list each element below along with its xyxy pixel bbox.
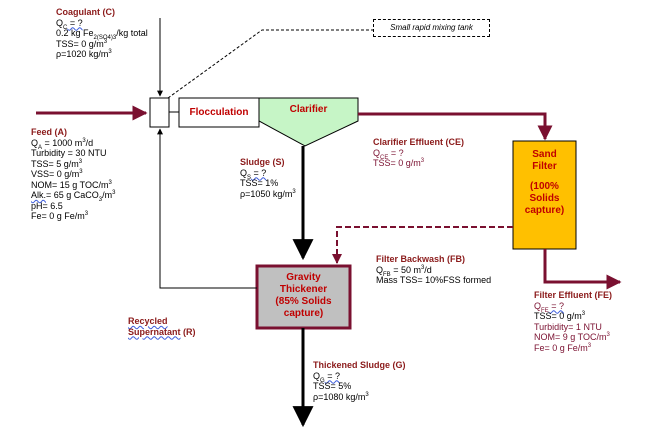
feed-alkalinity: Alk.= 65 g CaCO3/m3 (31, 190, 116, 203)
sludge-title: Sludge (S) (240, 157, 285, 167)
thickened-sludge-title: Thickened Sludge (G) (313, 360, 406, 370)
filter-effluent-title: Filter Effluent (FE) (534, 290, 612, 300)
feed-flow: QA = 1000 m3/d (31, 137, 94, 151)
sludge-density: ρ=1050 kg/m3 (240, 188, 296, 199)
clarifier-effluent-tss: TSS= 0 g/m3 (373, 158, 425, 168)
feed-turbidity: Turbidity = 30 NTU (31, 148, 107, 158)
feed-title: Feed (A) (31, 127, 67, 137)
flocculation-box (178, 97, 260, 128)
filter-effluent-turbidity: Turbidity= 1 NTU (534, 321, 602, 332)
coagulant-density: ρ=1020 kg/m3 (56, 49, 112, 59)
feed-iron: Fe= 0 g Fe/m3 (31, 211, 89, 221)
sludge-label: Sludge (S) QS = ? TSS= 1% ρ=1050 kg/m3 (240, 157, 296, 199)
coagulant-title: Coagulant (C) (56, 7, 115, 17)
thickened-sludge-label: Thickened Sludge (G) QG = ? TSS= 5% ρ=10… (313, 360, 406, 402)
filter-effluent-line (543, 249, 622, 290)
filter-backwash-mass: Mass TSS= 10%FSS formed (376, 275, 492, 285)
sand-filter-box (512, 140, 577, 250)
sand-filter-label: Sand Filter (100% Solids capture) (524, 149, 565, 216)
feed-nom: NOM= 15 g TOC/m3 (31, 179, 112, 190)
filter-backwash-flow: QFB = 50 m3/d (376, 264, 432, 278)
clarifier-effluent-flow: QCE = ? (373, 147, 404, 161)
coagulant-flow: QC = ? (56, 17, 83, 31)
clarifier-shape (258, 97, 359, 147)
filter-effluent-tss: TSS= 0 g/m3 (534, 311, 586, 321)
mixing-tank-box (149, 97, 170, 128)
clarifier-effluent-title: Clarifier Effluent (CE) (373, 137, 465, 147)
flocculation-label: Flocculation (189, 107, 249, 118)
filter-backwash-label: Filter Backwash (FB) QFB = 50 m3/d Mass … (376, 254, 491, 286)
filter-effluent-iron: Fe= 0 g Fe/m3 (534, 342, 592, 353)
mixing-tank-leader (167, 29, 373, 99)
thickened-sludge-density: ρ=1080 kg/m3 (313, 391, 369, 402)
filter-effluent-flow: QFE = ? (534, 300, 564, 314)
sludge-flow: QS = ? (240, 167, 267, 181)
clarifier-effluent-line (358, 112, 553, 141)
feed-vss: VSS= 0 g/m3 (31, 169, 83, 179)
thickener-box (255, 264, 352, 330)
filter-effluent-nom: NOM= 9 g TOC/m3 (534, 332, 610, 342)
coagulant-tss: TSS= 0 g/m3 (56, 38, 108, 49)
sludge-tss: TSS= 1% (240, 178, 279, 188)
filter-backwash-line (332, 226, 513, 264)
thickened-sludge-flow: QG = ? (313, 370, 340, 384)
feed-ph: pH= 6.5 (31, 200, 63, 211)
feed-label: Feed (A) QA = 1000 m3/d Turbidity = 30 N… (31, 127, 115, 222)
clarifier-label: Clarifier (289, 104, 328, 115)
filter-backwash-title: Filter Backwash (FB) (376, 254, 466, 264)
thickener-label: Gravity Thickener (85% Solids capture) (275, 272, 332, 319)
clarifier-effluent-label: Clarifier Effluent (CE) QCE = ? TSS= 0 g… (373, 137, 464, 169)
feed-tss: TSS= 5 g/m3 (31, 158, 83, 169)
recycled-supernatant-line (157, 128, 257, 289)
thickened-sludge-tss: TSS= 5% (313, 381, 352, 391)
filter-effluent-label: Filter Effluent (FE) QFE = ? TSS= 0 g/m3… (534, 290, 612, 353)
coagulant-dose: 0.2 kg Fe2(SO4)3/kg total (56, 28, 148, 41)
recycled-supernatant-label: Recycled Supernatant (R) (128, 316, 196, 337)
coagulant-label: Coagulant (C) QC = ? 0.2 kg Fe2(SO4)3/kg… (56, 7, 148, 60)
mixing-tank-label: Small rapid mixing tank (373, 19, 490, 37)
